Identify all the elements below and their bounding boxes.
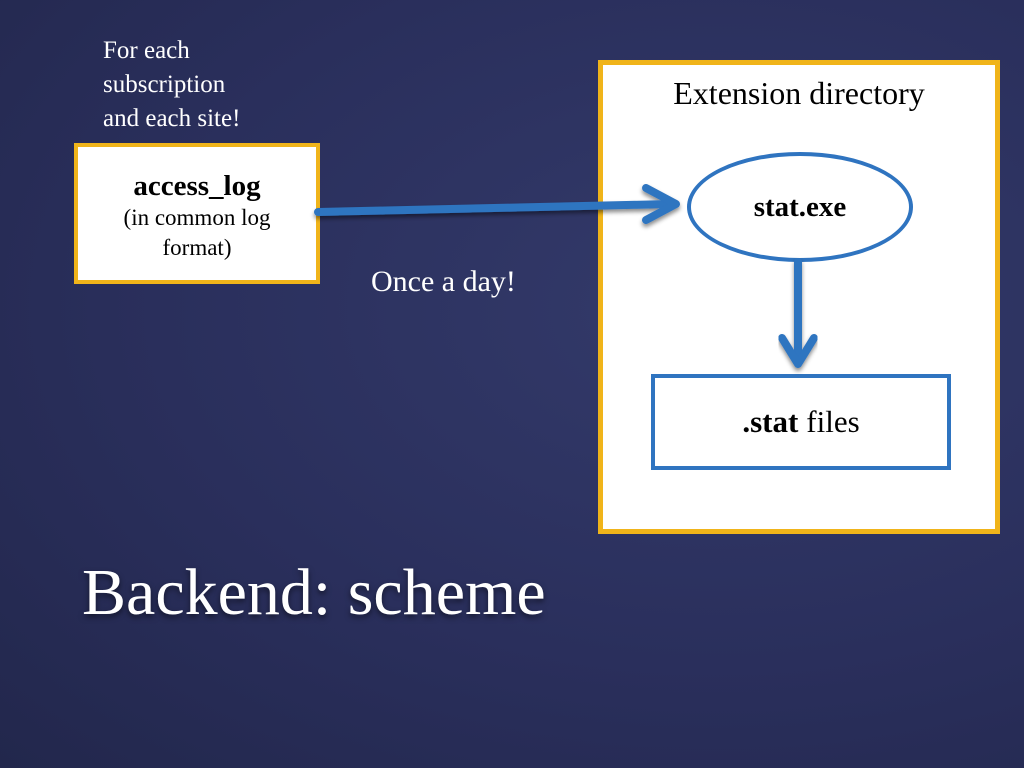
access-log-title: access_log [133,170,261,202]
note-line-1: For each [103,37,190,64]
stat-files-label: files [806,404,860,439]
stat-files-bold-label: .stat [742,404,799,439]
access-log-subtitle-line-1: (in common log [123,205,271,230]
note-line-3: and each site! [103,105,241,132]
note-line-2: subscription [103,71,226,98]
access-log-box: access_log (in common log format) [74,143,320,284]
extension-directory-box: Extension directory stat.exe .stat files [598,60,1000,534]
stat-exe-label: stat.exe [753,190,847,223]
arrow-label: Once a day! [371,265,516,298]
stat-files-node: .stat files [651,374,951,470]
stat-exe-node: stat.exe [687,152,913,262]
slide-title: Backend: scheme [82,556,546,629]
note-per-subscription: For each subscription and each site! [103,34,303,136]
access-log-subtitle-line-2: format) [162,235,232,260]
extension-directory-title: Extension directory [673,75,925,111]
